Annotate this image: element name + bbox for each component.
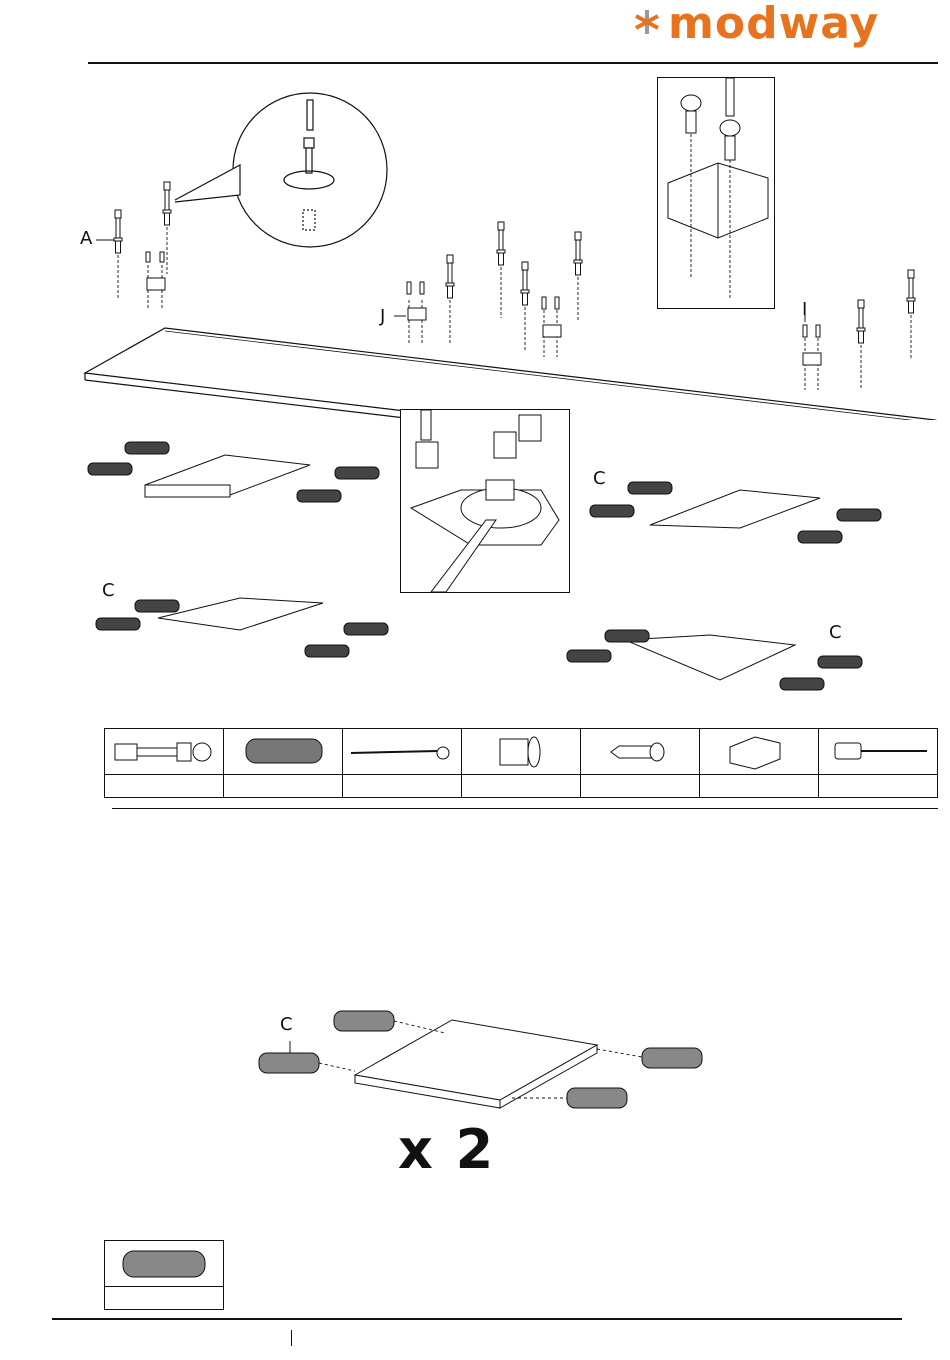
part-cell-insert-nut — [461, 728, 581, 775]
section-divider — [112, 808, 938, 809]
screw-icon — [610, 742, 665, 762]
part-cell-screw — [580, 728, 700, 775]
wood-dowel-icon — [122, 1250, 206, 1278]
header-divider — [88, 62, 938, 64]
callout-i: I — [802, 299, 808, 320]
screwdriver-icon — [834, 742, 927, 760]
part-caption — [580, 774, 700, 798]
catch-detail-drawing — [667, 78, 769, 300]
footer-separator — [291, 1330, 292, 1346]
part-caption — [818, 774, 938, 798]
brand-name: modway — [668, 0, 880, 49]
insert-nut-detail-drawing — [409, 410, 560, 592]
allen-key-icon — [350, 746, 450, 760]
quantity-multiplier: x 2 — [398, 1118, 496, 1181]
parts-table — [104, 728, 938, 798]
insert-nut-detail-inset — [400, 409, 570, 593]
callout-a: A — [80, 228, 93, 249]
callout-c-2: C — [102, 580, 115, 601]
part-cell-dowel — [223, 728, 343, 775]
part-cell-catch — [699, 728, 819, 775]
wood-dowel-icon — [245, 738, 323, 764]
insert-nut-icon — [499, 736, 541, 768]
part-caption — [104, 774, 224, 798]
part-cell-cam-bolt — [104, 728, 224, 775]
cam-bolts — [113, 181, 916, 344]
part-cell-dowel — [104, 1240, 224, 1287]
sub-assembly-illustrations — [87, 441, 882, 691]
part-caption — [461, 774, 581, 798]
callout-c-3: C — [829, 622, 842, 643]
part-cell-allen-key — [342, 728, 462, 775]
callout-c-1: C — [593, 468, 606, 489]
part-caption — [699, 774, 819, 798]
callout-j: J — [380, 306, 386, 327]
part-caption — [104, 1286, 224, 1310]
part-caption — [223, 774, 343, 798]
catch-detail-inset — [657, 77, 775, 309]
asterisk-icon — [635, 10, 659, 34]
cam-bolt-icon — [114, 742, 212, 762]
brand-logo: modway — [632, 0, 878, 64]
part-cell-screwdriver — [818, 728, 938, 775]
long-panel-illustration — [83, 92, 937, 420]
part-caption — [342, 774, 462, 798]
shelf-dowel-illustration — [258, 1010, 703, 1109]
step-parts-table — [104, 1240, 224, 1310]
callout-c-bottom: C — [280, 1014, 293, 1035]
magnetic-catch-icon — [729, 736, 781, 770]
footer-divider — [52, 1318, 902, 1320]
